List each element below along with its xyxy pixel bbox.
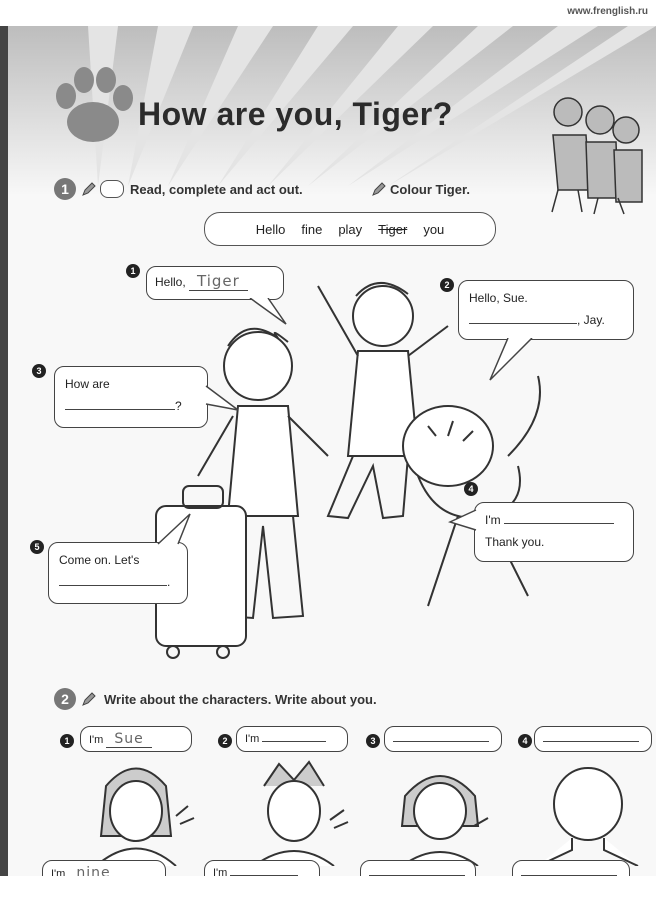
- item-1-top-bubble: I'm Sue: [80, 726, 192, 752]
- bubble-number: 3: [32, 364, 46, 378]
- speech-bubble-4: I'm Thank you.: [474, 502, 634, 562]
- bubble-3-suffix: ?: [175, 399, 182, 413]
- item-2-bottom-blank[interactable]: [230, 875, 299, 876]
- word-bank-item: fine: [301, 221, 323, 237]
- item-2-top-prefix: I'm: [245, 733, 260, 745]
- item-1-bottom-answer[interactable]: nine: [68, 865, 119, 876]
- word-bank: Hello fine play Tiger you: [204, 212, 496, 246]
- item-1-bottom-bubble: I'm nine: [42, 860, 166, 876]
- exercise-1-instruction-colour: Colour Tiger.: [390, 182, 470, 197]
- exercise-2-instruction: Write about the characters. Write about …: [104, 692, 377, 707]
- bubble-2-blank[interactable]: [469, 323, 577, 324]
- pencil-icon: [372, 182, 386, 196]
- characters-illustration: [551, 97, 643, 215]
- bubble-3-tail: [205, 385, 239, 411]
- speech-bubble-icon: [100, 180, 124, 198]
- word-bank-item: you: [423, 221, 445, 237]
- item-1-top-answer[interactable]: Sue: [106, 731, 152, 748]
- exercise-number-badge: 2: [54, 688, 76, 710]
- page-title: How are you, Tiger?: [138, 96, 453, 132]
- bubble-4-blank[interactable]: [503, 523, 614, 524]
- item-3-bottom-blank[interactable]: [369, 875, 465, 876]
- item-4-top-blank[interactable]: [543, 741, 639, 742]
- pencil-icon: [82, 182, 96, 196]
- bubble-number: 1: [126, 264, 140, 278]
- item-number: 3: [366, 734, 380, 748]
- word-bank-item: play: [338, 221, 363, 237]
- item-4-top-bubble: [534, 726, 652, 752]
- item-2-bottom-bubble: I'm: [204, 860, 320, 876]
- speech-bubble-5: Come on. Let's .: [48, 542, 188, 604]
- bubble-5-blank[interactable]: [59, 585, 167, 586]
- item-number: 1: [60, 734, 74, 748]
- bubble-3-line1: How are: [65, 377, 110, 391]
- speech-bubble-2: Hello, Sue. , Jay.: [458, 280, 634, 340]
- jay-face-illustration: [253, 760, 349, 866]
- bubble-2-suffix: , Jay.: [577, 313, 605, 327]
- bubble-5-tail: [157, 513, 191, 545]
- item-1-top-prefix: I'm: [89, 734, 104, 746]
- page-left-edge: [0, 26, 10, 876]
- site-url: www.frenglish.ru: [567, 6, 648, 17]
- speech-bubble-1: Hello, Tiger: [146, 266, 284, 300]
- word-bank-item: Hello: [255, 221, 286, 237]
- bubble-4-line2: Thank you.: [485, 535, 545, 549]
- item-4-bottom-blank[interactable]: [521, 875, 617, 876]
- item-4-bottom-bubble: [512, 860, 630, 876]
- bubble-number: 4: [464, 482, 478, 496]
- item-3-top-bubble: [384, 726, 502, 752]
- bubble-1-text: Hello,: [155, 275, 186, 289]
- worksheet-page: How are you, Tiger? 1 Read, complete and…: [8, 26, 656, 876]
- bubble-number: 5: [30, 540, 44, 554]
- speech-bubble-3: How are ?: [54, 366, 208, 428]
- bubble-5-suffix: .: [167, 575, 171, 589]
- item-2-top-blank[interactable]: [262, 741, 327, 742]
- word-bank-item-used: Tiger: [378, 221, 408, 237]
- blank-face-outline: [537, 767, 639, 866]
- item-2-bottom-prefix: I'm: [213, 867, 228, 876]
- bubble-5-line1: Come on. Let's: [59, 553, 140, 567]
- exercise-number-badge: 1: [54, 178, 76, 200]
- pencil-icon: [82, 692, 96, 706]
- bubble-1-tail: [249, 298, 287, 325]
- item-1-bottom-prefix: I'm: [51, 868, 66, 876]
- bubble-2-line1: Hello, Sue.: [469, 291, 528, 305]
- bubble-3-blank[interactable]: [65, 409, 175, 410]
- bubble-4-prefix: I'm: [485, 513, 501, 527]
- bubble-2-tail: [489, 338, 533, 381]
- bubble-number: 2: [440, 278, 454, 292]
- item-3-top-blank[interactable]: [393, 741, 489, 742]
- item-number: 4: [518, 734, 532, 748]
- item-3-bottom-bubble: [360, 860, 476, 876]
- item-2-top-bubble: I'm: [236, 726, 348, 752]
- title-rays-background: [8, 26, 656, 196]
- girl-face-illustration: [400, 775, 489, 866]
- exercise-1-instruction: Read, complete and act out.: [130, 182, 303, 197]
- paw-print-icon: [56, 67, 133, 142]
- sue-face-illustration: [95, 767, 195, 866]
- bubble-4-tail: [448, 509, 477, 531]
- bubble-1-answer[interactable]: Tiger: [189, 272, 248, 291]
- item-number: 2: [218, 734, 232, 748]
